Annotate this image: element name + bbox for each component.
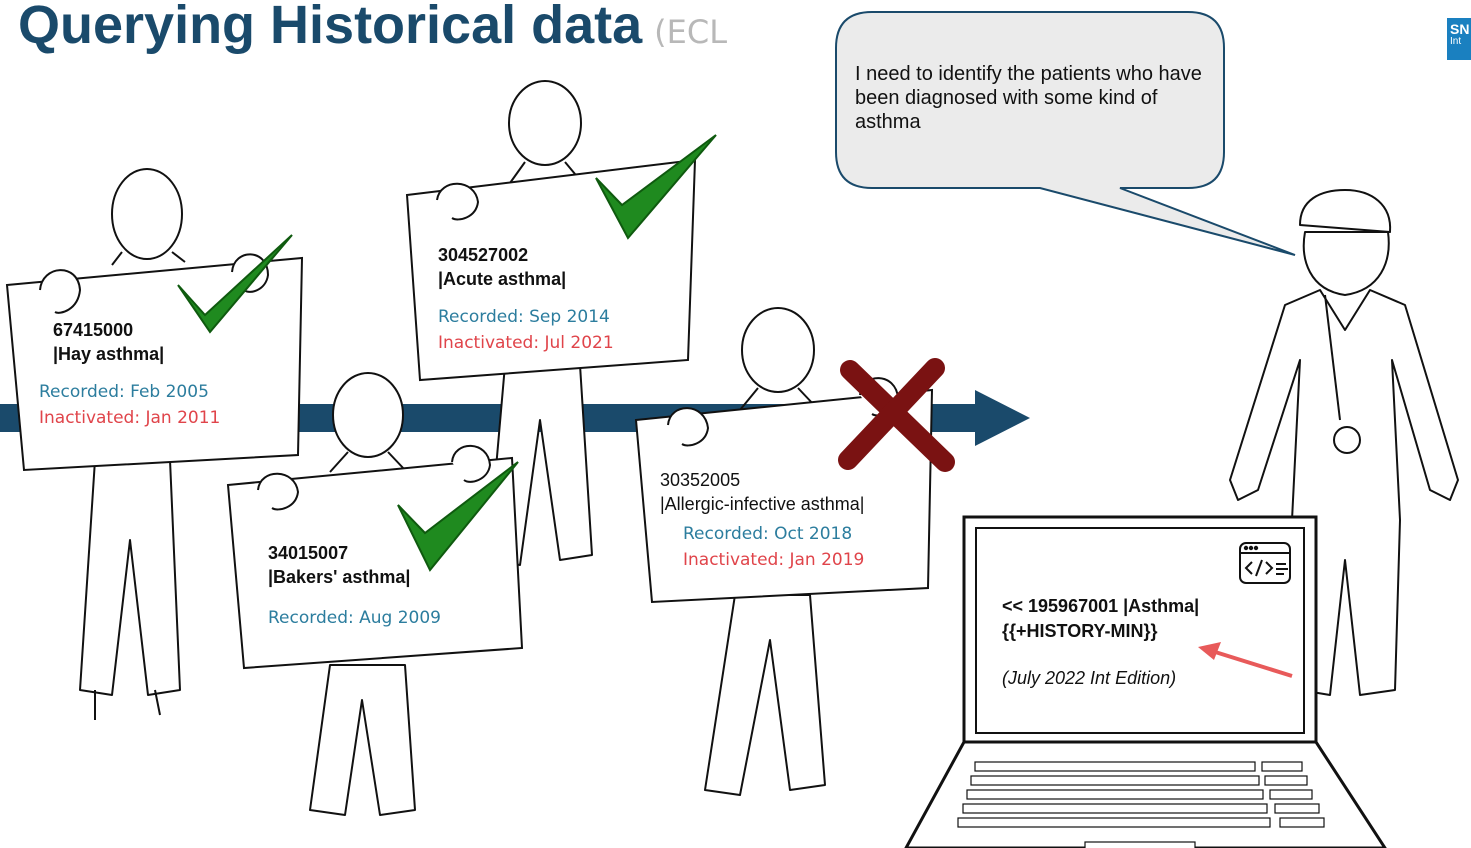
- inactivated-date: Inactivated: Jan 2011: [39, 408, 221, 428]
- inactivated-date: Inactivated: Jul 2021: [438, 333, 614, 353]
- doctor-figure: [1229, 189, 1459, 696]
- recorded-date: Recorded: Oct 2018: [683, 524, 853, 544]
- recorded-date: Recorded: Aug 2009: [268, 608, 441, 628]
- concept-card-bakers-asthma: 34015007 |Bakers' asthma| Recorded: Aug …: [268, 541, 441, 630]
- brand-text: SN: [1450, 21, 1470, 37]
- concept-name: |Acute asthma|: [438, 269, 567, 289]
- speech-bubble-text: I need to identify the patients who have…: [855, 63, 1202, 133]
- concept-name: |Allergic-infective asthma|: [660, 494, 865, 514]
- laptop-screen-query: << 195967001 |Asthma| {{+HISTORY-MIN}} (…: [1002, 594, 1199, 691]
- speech-bubble: [835, 11, 1296, 256]
- recorded-date: Recorded: Sep 2014: [438, 307, 610, 327]
- check-mark-1-icon: [177, 234, 293, 334]
- stick-person-3: [309, 372, 416, 816]
- inactivated-date: Inactivated: Jan 2019: [683, 550, 865, 570]
- concept-code: 34015007: [268, 543, 349, 563]
- pointer-arrow: [1198, 642, 1293, 678]
- check-mark-3-icon: [397, 461, 519, 572]
- concept-card-hay-asthma: 67415000 |Hay asthma| Recorded: Feb 2005…: [39, 318, 220, 433]
- check-mark-2-icon: [595, 134, 717, 240]
- page-subtitle: (ECL: [654, 13, 728, 51]
- concept-name: |Bakers' asthma|: [268, 567, 411, 587]
- concept-code: 304527002: [438, 245, 529, 265]
- laptop: [904, 515, 1387, 848]
- card-3-board: [226, 444, 524, 670]
- ecl-query-line-2: {{+HISTORY-MIN}}: [1002, 621, 1158, 641]
- page-title-text: Querying Historical data: [18, 0, 643, 55]
- concept-card-allergic-infective-asthma: 30352005 |Allergic-infective asthma| Rec…: [660, 468, 864, 575]
- edition-note: (July 2022 Int Edition): [1002, 668, 1177, 688]
- cross-mark-icon: [838, 358, 955, 472]
- stick-person-4: [704, 307, 826, 796]
- concept-card-acute-asthma: 304527002 |Acute asthma| Recorded: Sep 2…: [438, 243, 614, 358]
- page-title: Querying Historical data (ECL: [18, 0, 727, 56]
- recorded-date: Recorded: Feb 2005: [39, 382, 209, 402]
- concept-code: 30352005: [660, 470, 741, 490]
- ecl-query-line-1: << 195967001 |Asthma|: [1002, 596, 1200, 616]
- stick-person-1: [79, 168, 186, 720]
- concept-name: |Hay asthma|: [53, 344, 165, 364]
- concept-code: 67415000: [53, 320, 134, 340]
- brand-subtext: Int: [1450, 36, 1462, 47]
- code-window-icon: [1239, 542, 1291, 584]
